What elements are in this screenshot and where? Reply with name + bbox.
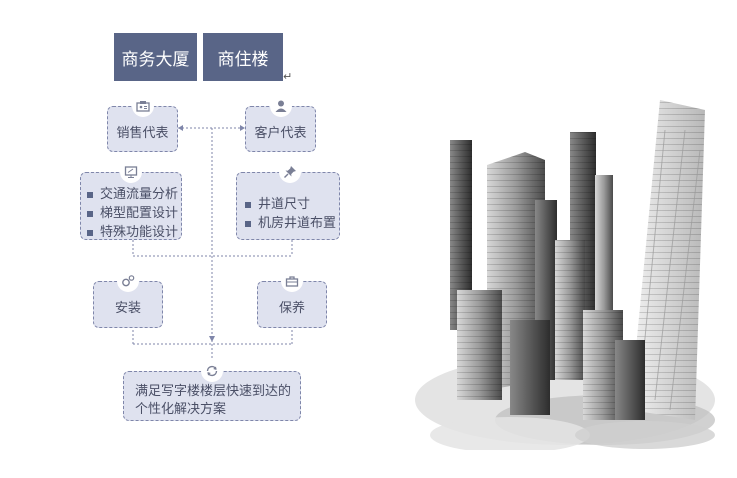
toolbox-icon [281, 270, 303, 292]
gears-icon [117, 270, 139, 292]
list-item: 井道尺寸 [245, 195, 339, 214]
commercial-building-button[interactable]: 商务大厦 [114, 33, 197, 81]
arrow-down [209, 336, 215, 342]
list-item: 机房井道布置 [245, 214, 339, 233]
residential-commercial-button[interactable]: 商住楼 [203, 33, 283, 81]
list-item: 特殊功能设计 [87, 223, 181, 242]
id-card-icon [132, 95, 154, 117]
solution-label: 满足写字楼楼层快速到达的个性化解决方案 [135, 384, 292, 417]
arrow-right [240, 125, 245, 131]
list-item: 梯型配置设计 [87, 204, 181, 223]
design-list: 交通流量分析 梯型配置设计 特殊功能设计 [87, 185, 181, 242]
refresh-icon [201, 360, 223, 382]
install-label: 安装 [114, 301, 141, 316]
shaft-node: 井道尺寸 机房井道布置 [236, 172, 340, 240]
arrow-left [178, 125, 183, 131]
maintain-node: 保养 [257, 281, 327, 328]
person-icon [270, 95, 292, 117]
list-item: 交通流量分析 [87, 185, 181, 204]
maintain-label: 保养 [278, 301, 305, 316]
shaft-list: 井道尺寸 机房井道布置 [245, 195, 339, 233]
sales-rep-label: 销售代表 [116, 125, 169, 141]
city-skyline-image [415, 100, 715, 450]
monitor-icon [120, 161, 142, 183]
client-rep-label: 客户代表 [254, 125, 307, 141]
pin-icon [279, 161, 301, 183]
return-mark: ↵ [283, 70, 293, 83]
residential-commercial-label: 商住楼 [217, 49, 269, 70]
commercial-building-label: 商务大厦 [121, 49, 190, 70]
